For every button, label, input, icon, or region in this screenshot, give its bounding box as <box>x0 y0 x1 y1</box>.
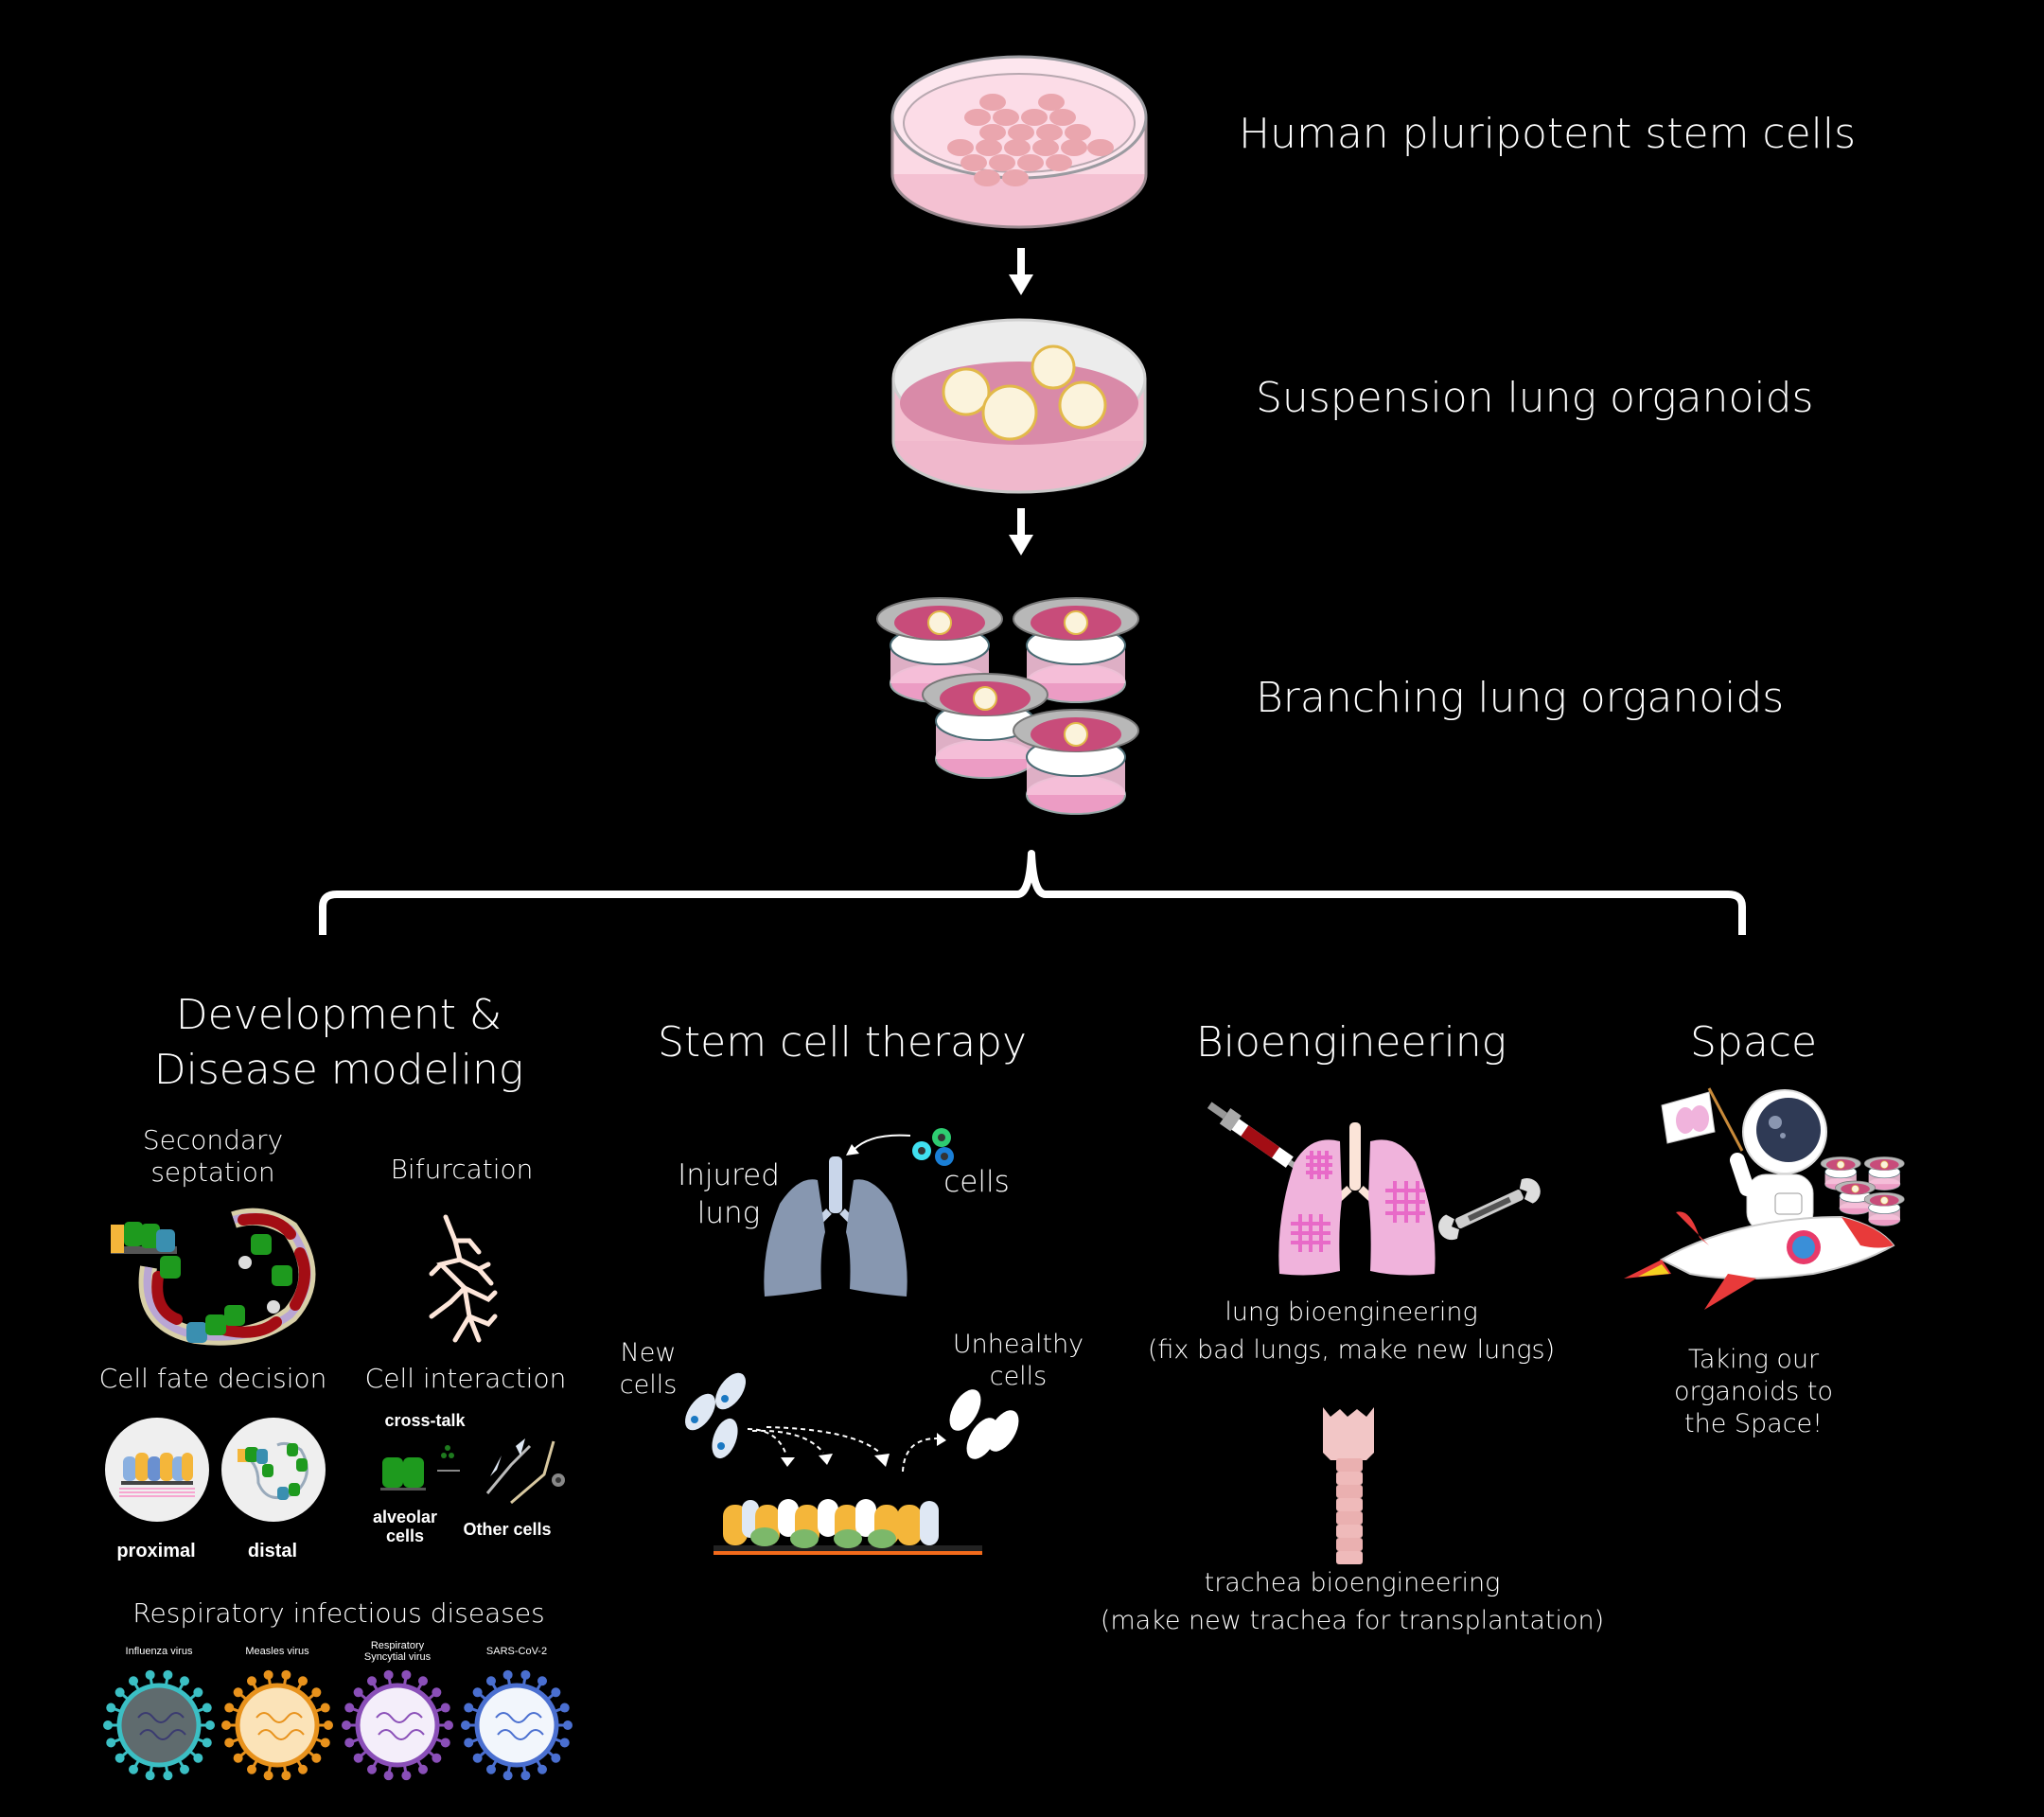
heading-development: Development & <box>175 991 502 1039</box>
label-cell-fate-decision: Cell fate decision <box>98 1363 327 1394</box>
label-new-cells: New cells <box>620 1337 678 1402</box>
label-trachea-bioengineering-desc: (make new trachea for transplantation) <box>1100 1606 1605 1635</box>
label-unhealthy-cells: Unhealthy cells <box>953 1329 1084 1393</box>
sars-cov-2-virus-icon <box>461 1669 573 1781</box>
heading-stem-cell-therapy: Stem cell therapy <box>657 1018 1028 1067</box>
label-sars-text: SARS-CoV-2 <box>485 1646 548 1657</box>
heading-bioengineering: Bioengineering <box>1195 1018 1507 1067</box>
label-unhealthy: Unhealthy <box>952 1330 1084 1359</box>
heading-space: Space <box>1689 1018 1818 1067</box>
heading-disease-modeling: Disease modeling <box>153 1046 524 1094</box>
label-measles-text: Measles virus <box>245 1646 309 1657</box>
label-sars-cov-2: SARS-CoV-2 <box>486 1646 547 1657</box>
label-distal: distal <box>247 1541 298 1561</box>
label-alveolar-cells: alveolar cells <box>373 1508 437 1545</box>
label-space-caption: Taking our organoids to the Space! <box>1674 1344 1833 1440</box>
curved-arrow-icon <box>846 1134 911 1155</box>
label-septation: septation <box>150 1156 275 1188</box>
trachea-icon <box>1323 1407 1374 1564</box>
label-alveolar: alveolar <box>372 1508 438 1526</box>
step-label-branching-organoids: Branching lung organoids <box>1256 674 1785 722</box>
label-lung-bioengineering-desc: (fix bad lungs, make new lungs) <box>1147 1335 1556 1365</box>
label-unhealthy-cells-line2: cells <box>989 1362 1048 1391</box>
label-secondary: Secondary <box>142 1124 284 1155</box>
transwell-inserts-icon <box>876 597 1139 815</box>
label-space-line3: the Space! <box>1683 1409 1823 1438</box>
label-trachea-bioengineering: trachea bioengineering <box>1204 1568 1501 1597</box>
brace-connector <box>319 850 1746 935</box>
label-rsv-line2: Syncytial virus <box>363 1651 432 1663</box>
label-secondary-septation: Secondary septation <box>143 1124 283 1189</box>
label-proximal: proximal <box>116 1541 196 1561</box>
label-lung: lung <box>696 1196 761 1230</box>
down-arrow-icon <box>1009 508 1033 556</box>
label-influenza: Influenza virus <box>126 1646 193 1657</box>
astronaut-rocket-icon <box>1624 1087 1905 1310</box>
lung-bioengineering-icon <box>1207 1102 1541 1276</box>
petri-dish-stem-cells-icon <box>890 55 1148 229</box>
distal-epithelium-icon <box>221 1418 326 1522</box>
label-alveolar-cells-line2: cells <box>385 1526 425 1545</box>
label-injured-lung: Injured lung <box>678 1156 780 1232</box>
label-cell-interaction: Cell interaction <box>364 1363 567 1394</box>
cells-cluster-icon <box>912 1128 954 1166</box>
step-label-hpsc: Human pluripotent stem cells <box>1239 110 1857 158</box>
label-other-cells: Other cells <box>463 1520 552 1539</box>
label-new: New <box>620 1338 677 1367</box>
step-label-suspension-organoids: Suspension lung organoids <box>1256 374 1814 422</box>
petri-dish-organoids-icon <box>891 318 1147 494</box>
label-respiratory-infectious-diseases: Respiratory infectious diseases <box>132 1597 545 1629</box>
proximal-epithelium-icon <box>105 1418 209 1522</box>
label-space-line1: Taking our <box>1687 1345 1820 1374</box>
rsv-virus-icon <box>342 1669 453 1781</box>
label-injured: Injured <box>678 1158 780 1192</box>
cell-replacement-icon <box>685 1372 1019 1555</box>
label-measles: Measles virus <box>245 1646 308 1657</box>
injured-lung-icon <box>764 1156 907 1297</box>
label-influenza-text: Influenza virus <box>125 1646 193 1657</box>
bifurcation-branch-icon <box>429 1214 498 1343</box>
measles-virus-icon <box>221 1669 333 1781</box>
down-arrow-icon <box>1009 248 1033 295</box>
label-rsv: Respiratory Syncytial virus <box>364 1640 431 1663</box>
label-space-line2: organoids to <box>1674 1377 1833 1406</box>
label-new-cells-line2: cells <box>619 1370 678 1400</box>
label-lung-bioengineering: lung bioengineering <box>1225 1297 1478 1327</box>
label-cross-talk: cross-talk <box>384 1411 466 1430</box>
label-rsv-line1: Respiratory <box>370 1640 425 1651</box>
label-cells: cells <box>943 1165 1010 1199</box>
cell-interaction-icon <box>380 1438 565 1505</box>
influenza-virus-icon <box>103 1669 215 1781</box>
septation-alveolus-icon <box>111 1208 316 1346</box>
label-bifurcation: Bifurcation <box>390 1154 534 1185</box>
